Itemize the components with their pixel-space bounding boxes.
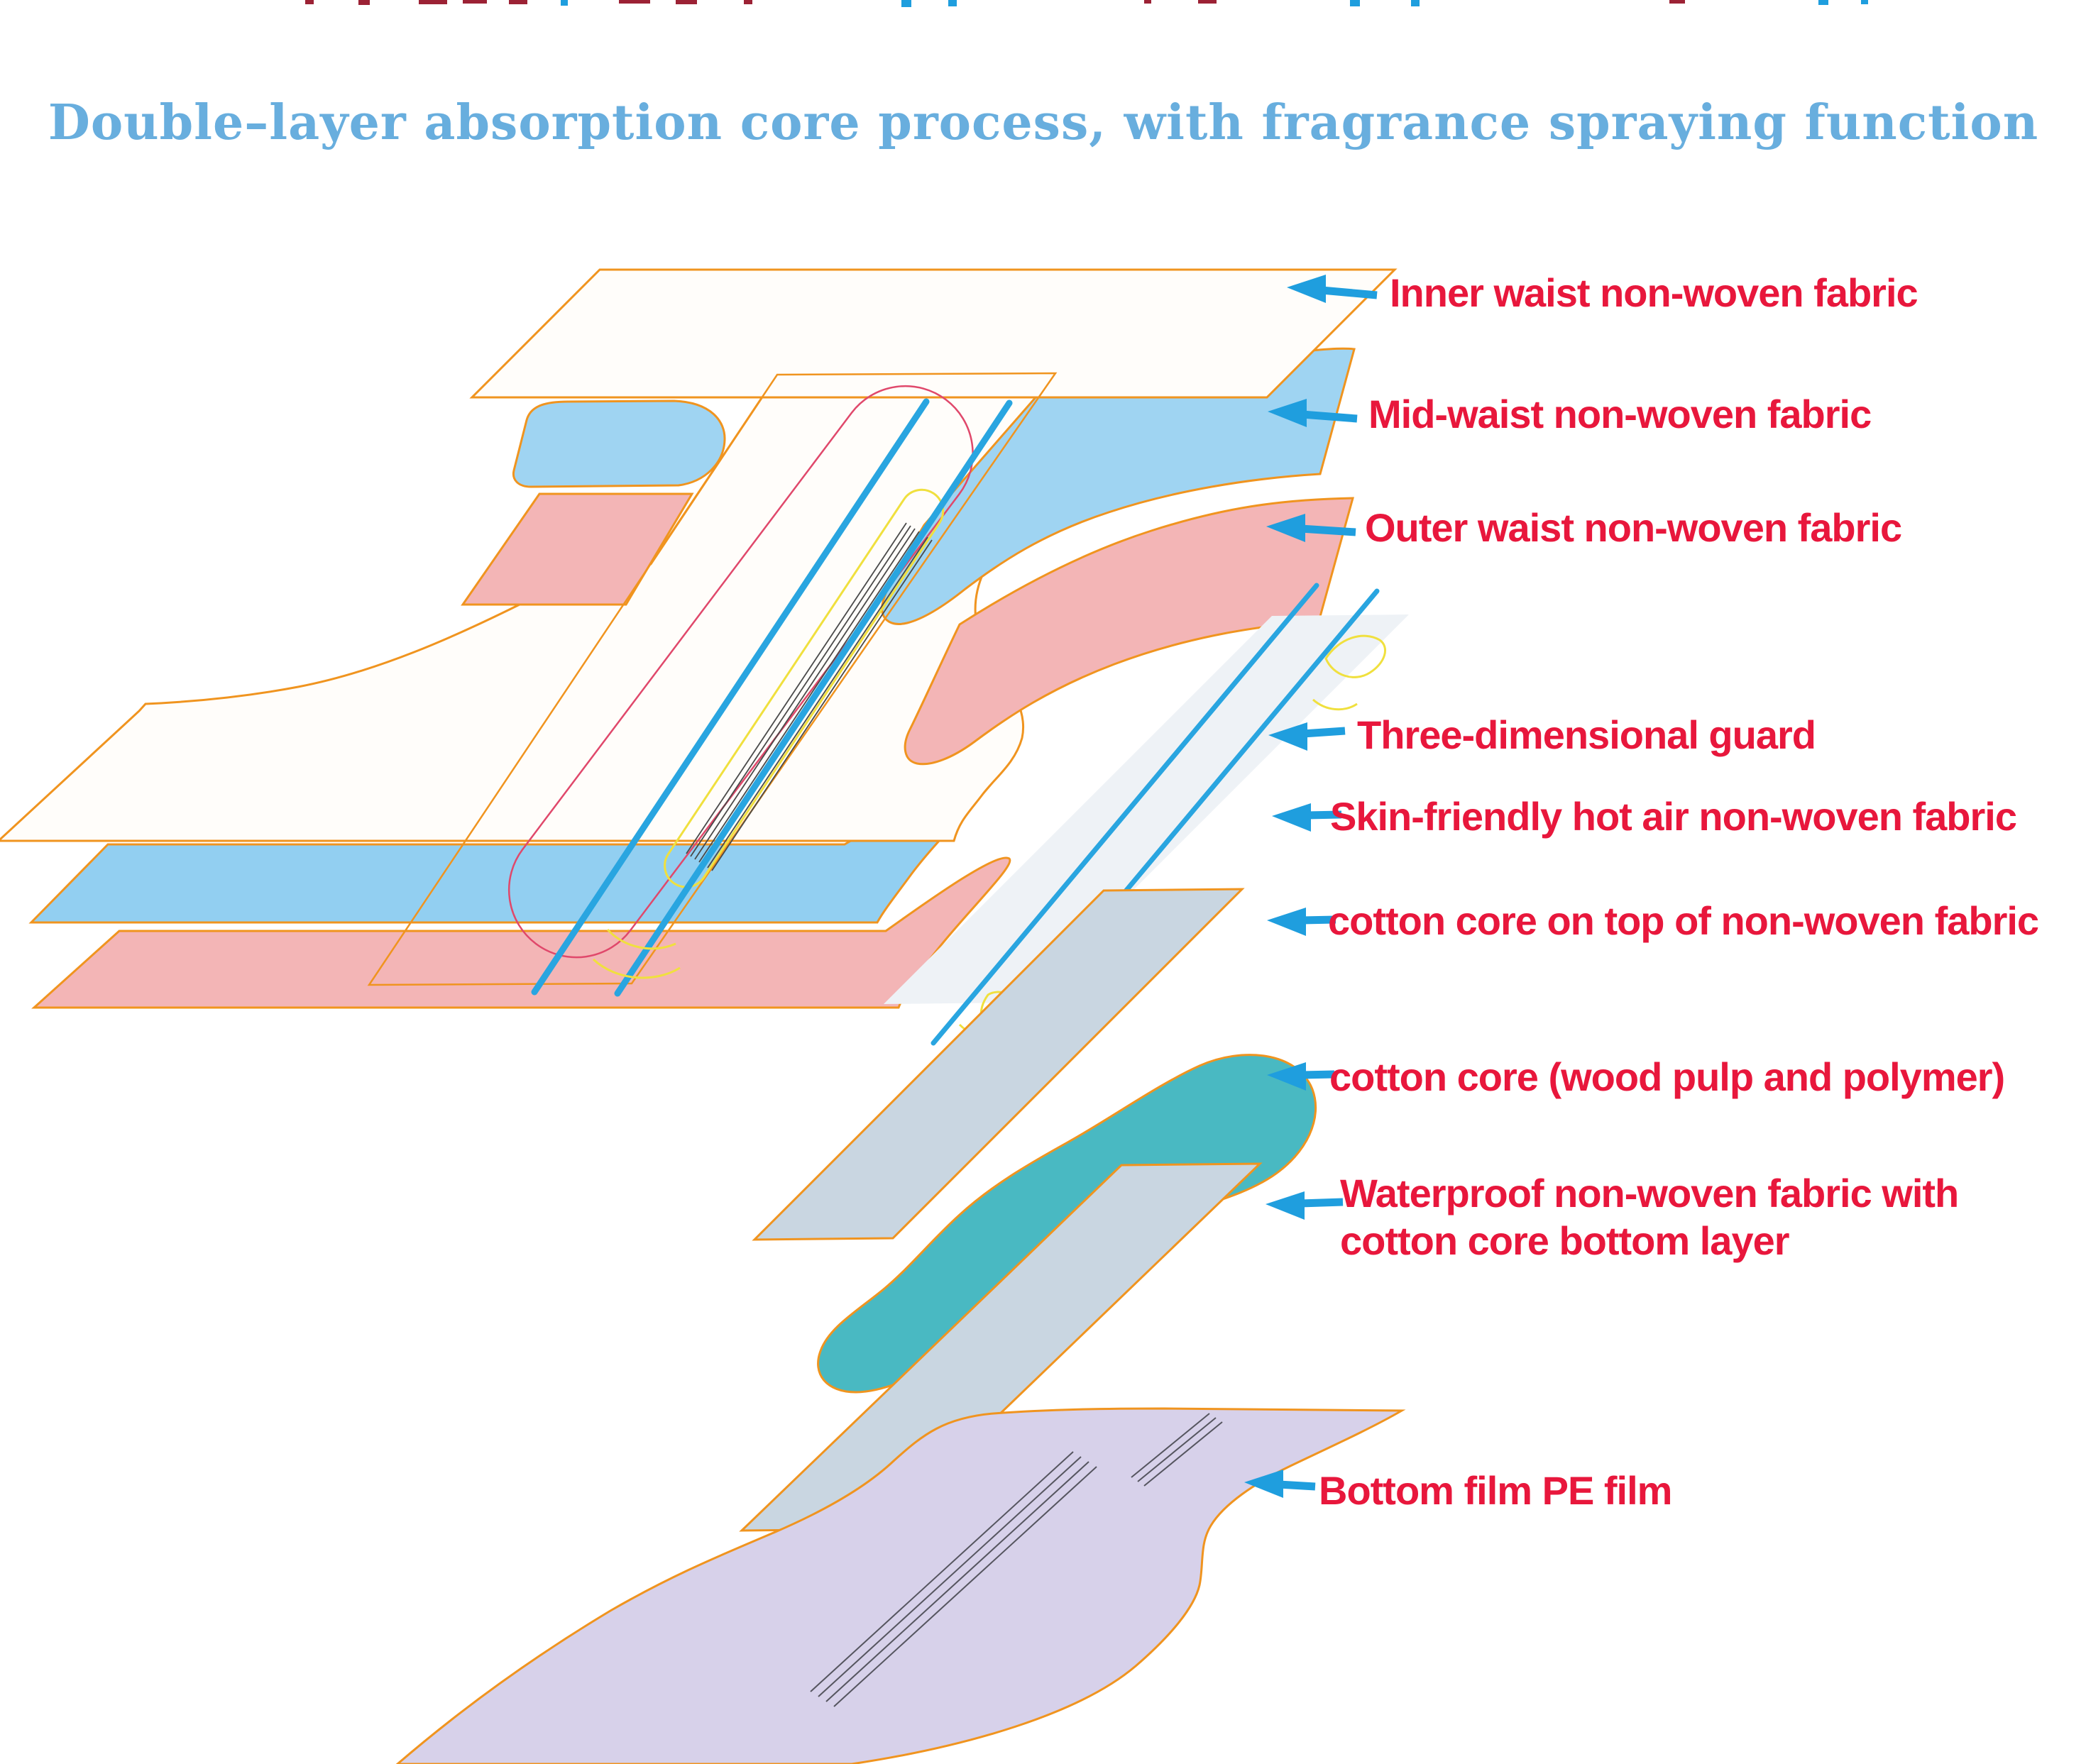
- bottom-film-hatch: [810, 1413, 1223, 1707]
- arrow-mid-waist: [1268, 399, 1358, 427]
- arrow-skin-friendly: [1272, 803, 1342, 832]
- core-elastic-line-left: [531, 398, 930, 996]
- core-yellow-squiggle-2: [592, 958, 681, 979]
- core-window-outline: [367, 372, 1058, 986]
- label-bottom-film: Bottom film PE film: [1319, 1468, 1671, 1513]
- absorption-core: [507, 385, 1013, 997]
- guard-yellow-loop-top: [1324, 634, 1386, 678]
- label-skin-friendly: Skin-friendly hot air non-woven fabric: [1330, 794, 2016, 839]
- arrow-inner-waist: [1287, 275, 1378, 303]
- arrow-cotton-core-top: [1267, 908, 1336, 936]
- label-outer-waist: Outer waist non-woven fabric: [1365, 505, 1901, 550]
- arrow-bottom-film: [1244, 1470, 1316, 1498]
- core-outline-red-capsule: [507, 385, 974, 959]
- layer-labels: Inner waist non-woven fabric Mid-waist n…: [1319, 270, 2039, 1513]
- label-cotton-core: cotton core (wood pulp and polymer): [1329, 1054, 2004, 1099]
- mid-waist-piece-left: [512, 399, 726, 488]
- guard-yellow-arc-top: [1312, 698, 1358, 711]
- core-yellow-squiggle-1: [606, 928, 676, 950]
- label-mid-waist: Mid-waist non-woven fabric: [1368, 392, 1871, 436]
- outer-waist-band-right: [904, 497, 1354, 766]
- label-waterproof-line2: cotton core bottom layer: [1340, 1218, 1789, 1263]
- clipped-text-remnants: [305, 0, 1868, 7]
- core-yellow-capsule: [664, 488, 945, 888]
- diagram-title: Double–layer absorption core process, wi…: [48, 94, 2038, 151]
- label-three-dimensional-guard: Three-dimensional guard: [1357, 712, 1816, 757]
- label-cotton-core-top: cotton core on top of non-woven fabric: [1328, 898, 2038, 943]
- label-inner-waist: Inner waist non-woven fabric: [1390, 270, 1918, 315]
- core-elastic-line-right: [614, 399, 1013, 997]
- arrow-three-dimensional-guard: [1268, 722, 1346, 751]
- arrow-outer-waist: [1266, 514, 1356, 542]
- outer-waist-piece-left: [461, 492, 694, 606]
- arrow-waterproof: [1266, 1191, 1344, 1220]
- arrow-cotton-core: [1267, 1062, 1335, 1091]
- cotton-core-top-strip: [752, 888, 1245, 1241]
- label-waterproof-line1: Waterproof non-woven fabric with: [1340, 1171, 1958, 1215]
- inner-waist-top-sheet: [469, 268, 1398, 399]
- leader-arrows: [1244, 275, 1378, 1498]
- bottom-film-sheet: [395, 1407, 1406, 1764]
